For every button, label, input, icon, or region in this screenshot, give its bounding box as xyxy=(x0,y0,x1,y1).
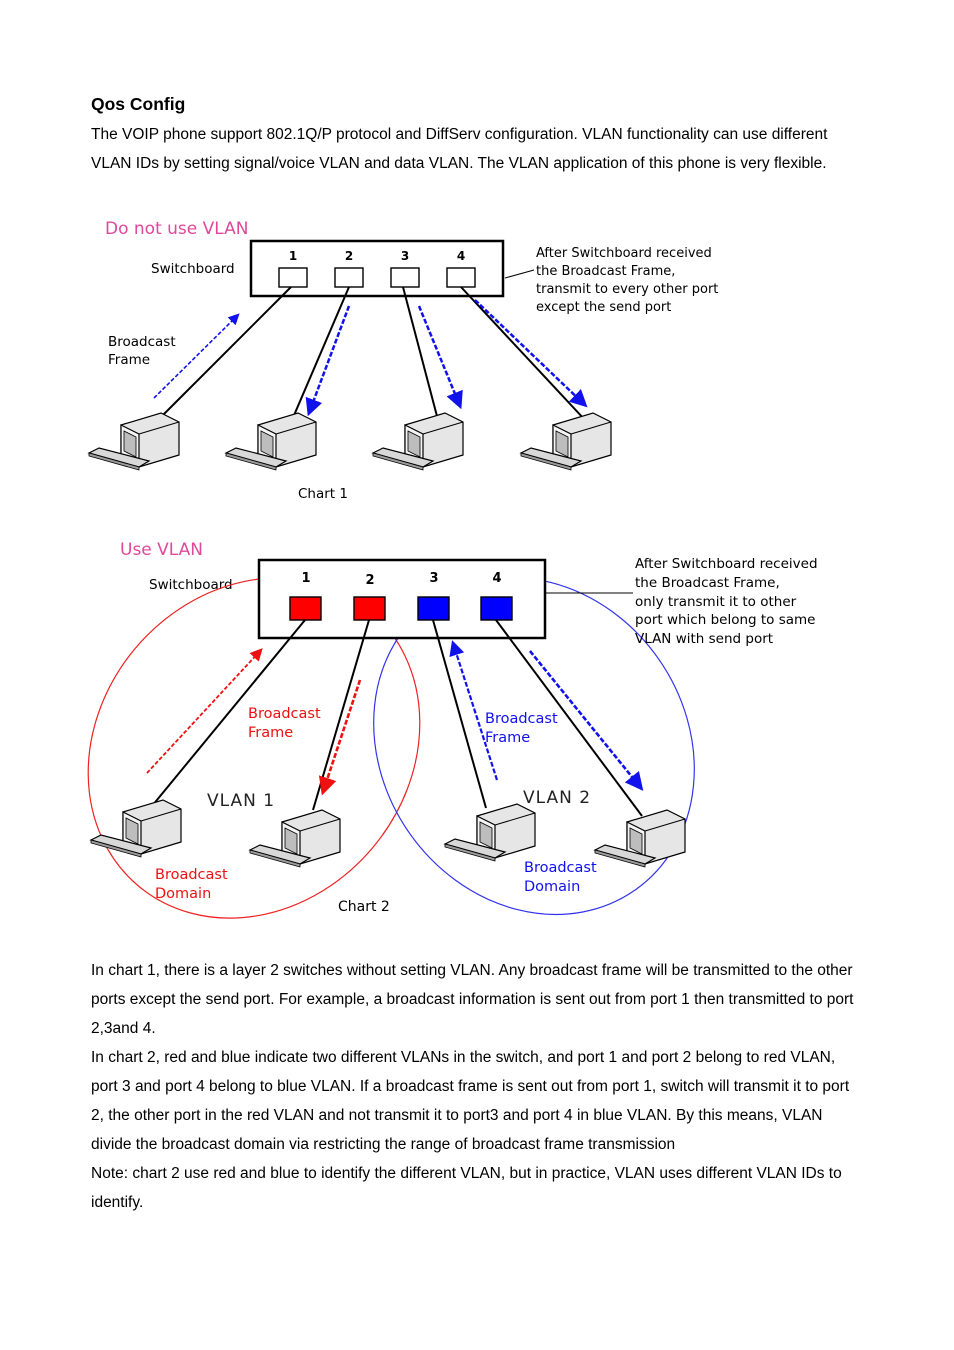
chart-1-port-1-label: 1 xyxy=(289,249,297,263)
vlan-diagrams: Do not use VLAN Switchboard 1 2 3 4 Afte… xyxy=(87,219,818,919)
chart-2-cable-3 xyxy=(432,619,487,809)
vlan-1-label: VLAN 1 xyxy=(207,791,275,811)
chart-1-arrow-out-2 xyxy=(305,305,351,417)
chart-1-note-line: After Switchboard received xyxy=(536,246,712,261)
chart-2-note: After Switchboard received the Broadcast… xyxy=(635,556,818,647)
chart-2-note-line: the Broadcast Frame, xyxy=(635,575,780,591)
chart-1-cable-3 xyxy=(402,286,439,421)
chart-2-blue-domain-label: Domain xyxy=(524,879,580,895)
chart-2-note-line: After Switchboard received xyxy=(635,556,818,572)
chart-1-computer-3 xyxy=(372,412,464,471)
chart-2-cable-2 xyxy=(312,619,370,811)
chart-2-computer-2 xyxy=(249,809,341,868)
chart-2-computer-4 xyxy=(594,809,686,868)
chart-1-port-4-label: 4 xyxy=(457,249,465,263)
section-heading: Qos Config xyxy=(91,94,186,114)
chart-1-note: After Switchboard received the Broadcast… xyxy=(536,246,718,315)
chart-1-cable-1 xyxy=(157,286,292,421)
chart-2-blue-broadcast-label: Frame xyxy=(485,730,530,746)
chart-2-port-2 xyxy=(353,596,386,621)
chart-1-title: Do not use VLAN xyxy=(105,219,248,239)
chart-2-red-broadcast-label: Broadcast xyxy=(248,706,321,722)
chart-1-arrow-out-3 xyxy=(417,305,463,410)
chart-2: Use VLAN Switchboard 1 2 3 4 After Switc… xyxy=(87,540,818,919)
chart-1-arrow-in xyxy=(153,313,240,399)
chart-1-note-line: transmit to every other port xyxy=(536,282,718,297)
chart-1-port-2-label: 2 xyxy=(345,249,353,263)
intro-paragraph: The VOIP phone support 802.1Q/P protocol… xyxy=(91,126,828,172)
explanation-paragraph-2: In chart 2, red and blue indicate two di… xyxy=(91,1049,850,1153)
chart-1-port-2 xyxy=(334,267,364,288)
chart-1-caption: Chart 1 xyxy=(298,486,348,502)
chart-1-port-1 xyxy=(278,267,308,288)
chart-1-note-line: the Broadcast Frame, xyxy=(536,264,675,279)
chart-1-computer-2 xyxy=(225,412,317,471)
chart-1-cable-2 xyxy=(291,286,350,421)
chart-2-title: Use VLAN xyxy=(120,540,203,560)
chart-2-blue-arrow-out xyxy=(528,650,644,791)
chart-2-red-arrow-in xyxy=(146,648,263,774)
chart-2-note-line: only transmit it to other xyxy=(635,594,797,610)
chart-2-blue-arrow-in xyxy=(449,640,499,781)
chart-1-port-4 xyxy=(446,267,476,288)
chart-1-computer-4 xyxy=(520,412,612,471)
chart-2-red-domain-label: Domain xyxy=(155,886,211,902)
chart-2-port-1 xyxy=(289,596,322,621)
chart-1-computer-1 xyxy=(88,412,180,471)
chart-2-port-2-label: 2 xyxy=(365,573,374,588)
chart-1-port-3 xyxy=(390,267,420,288)
explanation-note: Note: chart 2 use red and blue to identi… xyxy=(91,1165,842,1211)
chart-2-port-4 xyxy=(480,596,513,621)
chart-2-caption: Chart 2 xyxy=(338,899,390,915)
chart-1-note-leader xyxy=(504,269,535,279)
chart-1-arrow-out-4 xyxy=(474,299,588,408)
explanation-text: In chart 1, there is a layer 2 switches … xyxy=(91,956,866,1217)
chart-2-port-3-label: 3 xyxy=(429,571,438,586)
chart-1: Do not use VLAN Switchboard 1 2 3 4 Afte… xyxy=(88,219,718,502)
explanation-paragraph-1: In chart 1, there is a layer 2 switches … xyxy=(91,962,854,1037)
chart-2-note-line: VLAN with send port xyxy=(635,631,773,647)
chart-2-switch-label: Switchboard xyxy=(149,577,233,593)
chart-2-cable-1 xyxy=(151,619,306,807)
chart-2-computer-1 xyxy=(90,799,182,858)
chart-2-note-line: port which belong to same xyxy=(635,612,816,628)
chart-2-blue-domain-label: Broadcast xyxy=(524,860,597,876)
vlan-2-label: VLAN 2 xyxy=(523,788,591,808)
chart-2-port-4-label: 4 xyxy=(492,571,501,586)
chart-2-port-1-label: 1 xyxy=(301,571,310,586)
chart-2-cable-4 xyxy=(495,619,643,817)
chart-2-red-domain-label: Broadcast xyxy=(155,867,228,883)
chart-1-broadcast-label: Frame xyxy=(108,352,150,368)
chart-2-red-broadcast-label: Frame xyxy=(248,725,293,741)
chart-2-port-3 xyxy=(417,596,450,621)
chart-1-broadcast-label: Broadcast xyxy=(108,334,176,350)
chart-1-note-line: except the send port xyxy=(536,300,671,315)
chart-2-computer-3 xyxy=(444,803,536,862)
chart-1-cable-4 xyxy=(460,286,586,421)
chart-1-port-3-label: 3 xyxy=(401,249,409,263)
chart-2-red-arrow-out xyxy=(318,679,362,796)
chart-2-blue-broadcast-label: Broadcast xyxy=(485,711,558,727)
chart-1-switch-label: Switchboard xyxy=(151,261,235,277)
